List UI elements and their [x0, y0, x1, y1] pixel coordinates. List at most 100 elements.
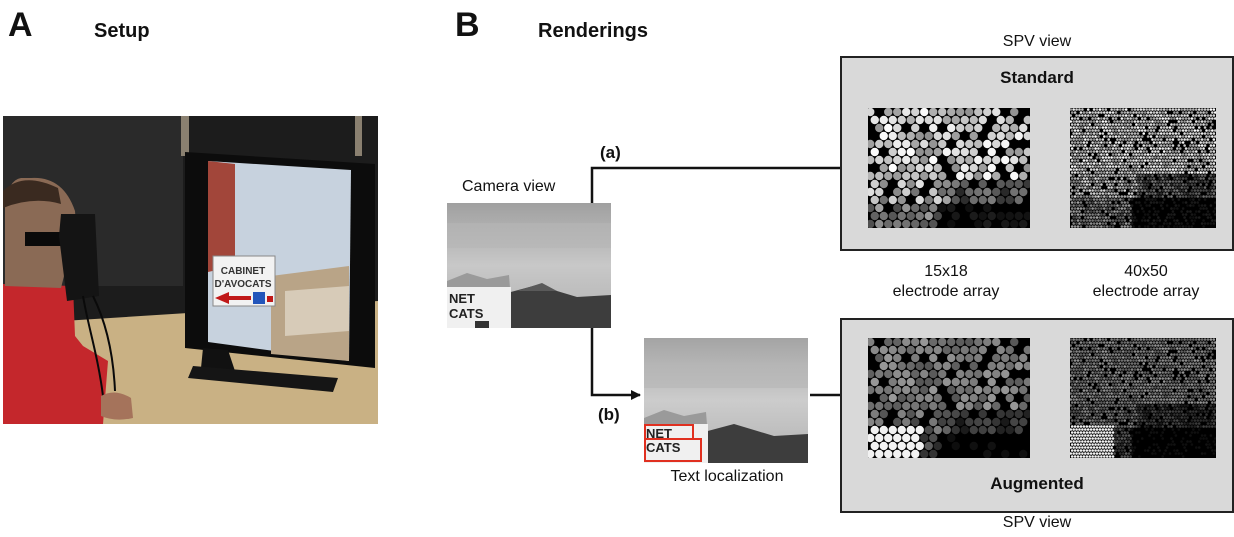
phosphene [1130, 198, 1134, 201]
phosphene [1100, 141, 1103, 144]
phosphene [1192, 150, 1195, 153]
phosphene [1108, 213, 1112, 216]
phosphene [1194, 174, 1198, 177]
phosphene [942, 131, 951, 141]
phosphene [1127, 350, 1131, 353]
phosphene [1164, 117, 1167, 120]
phosphene [1189, 180, 1192, 183]
phosphene [893, 449, 902, 458]
phosphene [1081, 416, 1084, 419]
phosphene [1138, 141, 1141, 144]
phosphene [1170, 189, 1173, 192]
phosphene [1193, 219, 1197, 222]
phosphene [875, 449, 884, 458]
phosphene [1119, 138, 1122, 141]
spv-top-caption: SPV view [1002, 33, 1072, 50]
phosphene [1171, 108, 1175, 111]
phosphene [1121, 180, 1125, 183]
phosphene [1086, 344, 1090, 347]
phosphene [1186, 114, 1189, 117]
phosphene [1120, 171, 1124, 174]
phosphene [1014, 377, 1023, 387]
phosphene [965, 417, 974, 427]
phosphene [1132, 129, 1135, 132]
phosphene [1098, 428, 1102, 431]
phosphene [1072, 132, 1075, 135]
phosphene [992, 108, 1001, 117]
phosphene [1129, 365, 1132, 368]
phosphene [1073, 407, 1077, 410]
phosphene [1075, 362, 1078, 365]
phosphene [1206, 114, 1210, 117]
phosphene [1111, 195, 1115, 198]
phosphene [1081, 138, 1084, 141]
phosphene [1070, 377, 1074, 380]
phosphene [1116, 198, 1119, 201]
phosphene [1181, 153, 1185, 156]
phosphene [1212, 452, 1216, 455]
phosphene [1108, 389, 1112, 392]
phosphene [1070, 392, 1073, 395]
phosphene [1108, 431, 1112, 434]
phosphene [1103, 129, 1106, 132]
phosphene [1126, 201, 1129, 204]
phosphene [1111, 395, 1115, 398]
phosphene [1073, 207, 1077, 210]
phosphene [924, 147, 933, 157]
phosphene [1070, 449, 1074, 452]
phosphene [1014, 195, 1023, 205]
phosphene [1089, 386, 1093, 389]
phosphene [1140, 419, 1144, 422]
phosphene [1190, 219, 1194, 222]
phosphene [1170, 413, 1173, 416]
phosphene [1170, 365, 1173, 368]
phosphene [1189, 440, 1192, 443]
phosphene [1162, 132, 1166, 135]
phosphene [1202, 207, 1205, 210]
phosphene [1098, 452, 1102, 455]
phosphene [1184, 389, 1188, 392]
phosphene [1174, 404, 1178, 407]
phosphene [960, 425, 969, 435]
phosphene [1110, 162, 1113, 165]
phosphene [1129, 213, 1132, 216]
phosphene [1119, 180, 1122, 183]
phosphene [1193, 129, 1197, 132]
phosphene [1209, 422, 1213, 425]
phosphene [1158, 195, 1162, 198]
phosphene [1154, 350, 1157, 353]
phosphene [1127, 222, 1131, 225]
phosphene [1135, 431, 1138, 434]
phosphene [1196, 129, 1200, 132]
phosphene [1091, 347, 1094, 350]
phosphene [1154, 150, 1157, 153]
phosphene [1187, 359, 1191, 362]
phosphene [1187, 353, 1191, 356]
phosphene [915, 163, 924, 173]
phosphene [1186, 126, 1189, 129]
phosphene [1176, 377, 1179, 380]
phosphene [1086, 362, 1090, 365]
phosphene [974, 417, 983, 427]
phosphene [1152, 129, 1156, 132]
phosphene [1187, 365, 1191, 368]
phosphene [1095, 416, 1099, 419]
phosphene [1130, 368, 1134, 371]
phosphene [1190, 195, 1194, 198]
phosphene [1129, 111, 1132, 114]
phosphene [1213, 437, 1216, 440]
phosphene [1140, 147, 1144, 150]
phosphene [1127, 168, 1131, 171]
phosphene [1180, 356, 1183, 359]
phosphene [1161, 189, 1165, 192]
phosphene [1078, 210, 1081, 213]
phosphene [1197, 114, 1201, 117]
phosphene [1151, 356, 1154, 359]
phosphene [868, 187, 875, 197]
phosphene [1165, 132, 1169, 135]
phosphene [1010, 401, 1019, 411]
phosphene [1183, 192, 1186, 195]
phosphene [1130, 126, 1134, 129]
phosphene [1082, 371, 1086, 374]
phosphene [1161, 153, 1165, 156]
